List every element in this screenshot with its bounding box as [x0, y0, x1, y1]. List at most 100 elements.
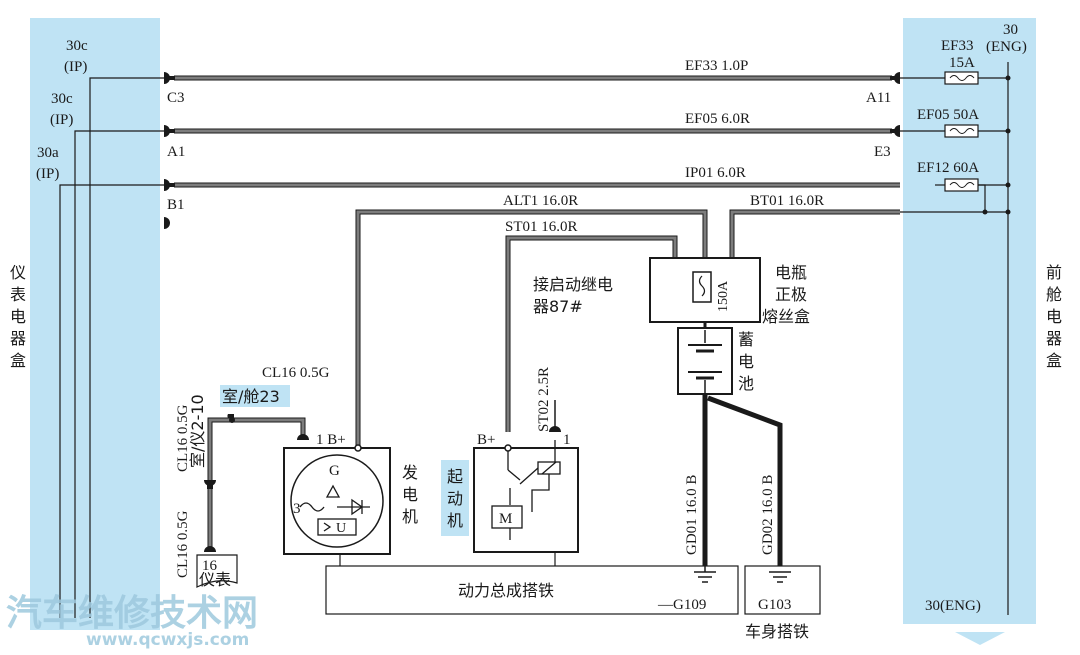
svg-text:正极: 正极 — [775, 285, 807, 304]
svg-text:前: 前 — [1046, 263, 1062, 282]
fuse-ef05: EF05 50A — [917, 107, 979, 138]
svg-text:(IP): (IP) — [50, 112, 73, 128]
alternator-label: 发 电 机 — [402, 463, 418, 526]
svg-text:ST02 2.5R: ST02 2.5R — [536, 367, 552, 432]
svg-text:熔丝盒: 熔丝盒 — [762, 307, 810, 326]
wire-cl16-v1b: 室/仪2-10 — [188, 394, 207, 468]
powertrain-ground: 动力总成搭铁 —G109 — [325, 565, 739, 615]
svg-text:EF33: EF33 — [941, 38, 974, 54]
connector-e3: E3 — [874, 144, 891, 160]
svg-text:30c: 30c — [51, 91, 73, 107]
svg-text:电瓶: 电瓶 — [775, 263, 807, 282]
eng-box-title: 前 舱 电 器 盒 — [1046, 263, 1062, 370]
wire-cl16-label: CL16 0.5G — [262, 365, 330, 381]
svg-text:器: 器 — [1046, 329, 1062, 348]
ip-box-title: 仪 表 电 器 盒 — [10, 263, 26, 370]
svg-text:电: 电 — [738, 352, 754, 371]
svg-text:室/舱23: 室/舱23 — [222, 387, 280, 406]
svg-text:B+: B+ — [477, 432, 495, 448]
svg-text:1 B+: 1 B+ — [316, 432, 346, 448]
wire-bt01: BT01 16.0R — [729, 193, 900, 258]
connector-a11: A11 — [866, 90, 891, 106]
svg-text:电: 电 — [402, 485, 418, 504]
svg-text:EF05 50A: EF05 50A — [917, 107, 979, 123]
svg-text:EF05 6.0R: EF05 6.0R — [685, 111, 750, 127]
svg-text:30c: 30c — [66, 38, 88, 54]
svg-text:www.qcwxjs.com: www.qcwxjs.com — [86, 630, 249, 650]
svg-text:—G109: —G109 — [657, 597, 706, 613]
eng-fuse-box-panel — [903, 18, 1036, 624]
svg-text:BT01 16.0R: BT01 16.0R — [750, 193, 824, 209]
body-ground: G103 车身搭铁 — [744, 565, 821, 641]
wire-cl16 — [207, 417, 306, 552]
ground-symbol-g109 — [694, 566, 716, 583]
svg-text:电: 电 — [1046, 307, 1062, 326]
eng-header-eng: (ENG) — [986, 39, 1027, 55]
connector-b1: B1 — [167, 197, 185, 213]
svg-text:150A: 150A — [716, 280, 731, 312]
svg-text:表: 表 — [10, 285, 26, 304]
svg-text:ALT1 16.0R: ALT1 16.0R — [503, 193, 578, 209]
wire-ip01: IP01 6.0R — [174, 165, 900, 188]
svg-text:起: 起 — [447, 467, 463, 486]
svg-text:GD02 16.0 B: GD02 16.0 B — [760, 475, 776, 555]
eng-internal-lines — [900, 62, 1009, 615]
svg-text:动力总成搭铁: 动力总成搭铁 — [458, 581, 554, 600]
svg-text:盒: 盒 — [10, 351, 26, 370]
wire-cl16-v1: CL16 0.5G — [175, 404, 191, 472]
svg-text:蓄: 蓄 — [738, 330, 754, 349]
wire-ef05: EF05 6.0R — [174, 111, 892, 134]
svg-text:车身搭铁: 车身搭铁 — [745, 622, 809, 641]
svg-text:池: 池 — [738, 374, 754, 393]
svg-text:动: 动 — [447, 489, 463, 508]
svg-text:(IP): (IP) — [64, 59, 87, 75]
connector-a1: A1 — [167, 144, 185, 160]
svg-text:机: 机 — [447, 511, 463, 530]
svg-text:M: M — [499, 511, 512, 527]
svg-text:汽车维修技术网: 汽车维修技术网 — [6, 593, 258, 634]
eng-connector-pins — [890, 72, 900, 137]
fuse-ef33: EF33 15A — [941, 38, 979, 85]
wire-st02: ST02 2.5R — [536, 367, 556, 566]
svg-text:电: 电 — [10, 307, 26, 326]
svg-text:发: 发 — [402, 463, 418, 482]
starter-motor: B+ 1 M — [473, 426, 579, 553]
svg-text:盒: 盒 — [1046, 351, 1062, 370]
svg-text:3: 3 — [293, 501, 301, 517]
ip-connector-pins — [164, 72, 175, 229]
svg-text:机: 机 — [402, 507, 418, 526]
wire-cl16-v2: CL16 0.5G — [175, 510, 191, 578]
fuse-ef12: EF12 60A — [917, 160, 979, 192]
watermark: 汽车维修技术网 www.qcwxjs.com — [6, 593, 258, 650]
relay-note: 接启动继电 器87# — [533, 275, 613, 316]
svg-text:G103: G103 — [758, 597, 791, 613]
svg-text:仪表: 仪表 — [199, 570, 231, 589]
svg-text:舱: 舱 — [1046, 285, 1062, 304]
svg-text:1: 1 — [563, 432, 571, 448]
wire-alt1: ALT1 16.0R — [355, 193, 708, 448]
wire-st01: ST01 16.0R — [505, 219, 678, 432]
ip-internal-lines — [59, 77, 165, 618]
wire-gd01: GD01 16.0 B — [684, 394, 708, 566]
ip-fuse-box-panel — [30, 18, 160, 630]
battery-fuse-box-label: 电瓶 正极 熔丝盒 — [762, 263, 810, 326]
svg-text:G: G — [329, 463, 340, 479]
svg-text:仪: 仪 — [10, 263, 26, 282]
svg-text:30a: 30a — [37, 145, 59, 161]
svg-text:器87#: 器87# — [533, 297, 583, 316]
wire-gd02: GD02 16.0 B — [707, 395, 783, 566]
eng-header-30: 30 — [1003, 22, 1018, 38]
wire-ef33: EF33 1.0P — [174, 58, 892, 81]
svg-text:EF33 1.0P: EF33 1.0P — [685, 58, 748, 74]
eng-panel-arrow — [955, 632, 1005, 645]
svg-text:接启动继电: 接启动继电 — [533, 275, 613, 294]
eng-bus-dots — [982, 75, 1011, 215]
svg-text:(IP): (IP) — [36, 166, 59, 182]
battery-fuse-box: 150A — [649, 257, 761, 323]
connector-23: 室/舱23 — [220, 385, 290, 423]
svg-text:15A: 15A — [949, 55, 975, 71]
svg-text:器: 器 — [10, 329, 26, 348]
starter-label: 起 动 机 — [441, 460, 469, 536]
inline-connector-pins — [204, 434, 309, 552]
